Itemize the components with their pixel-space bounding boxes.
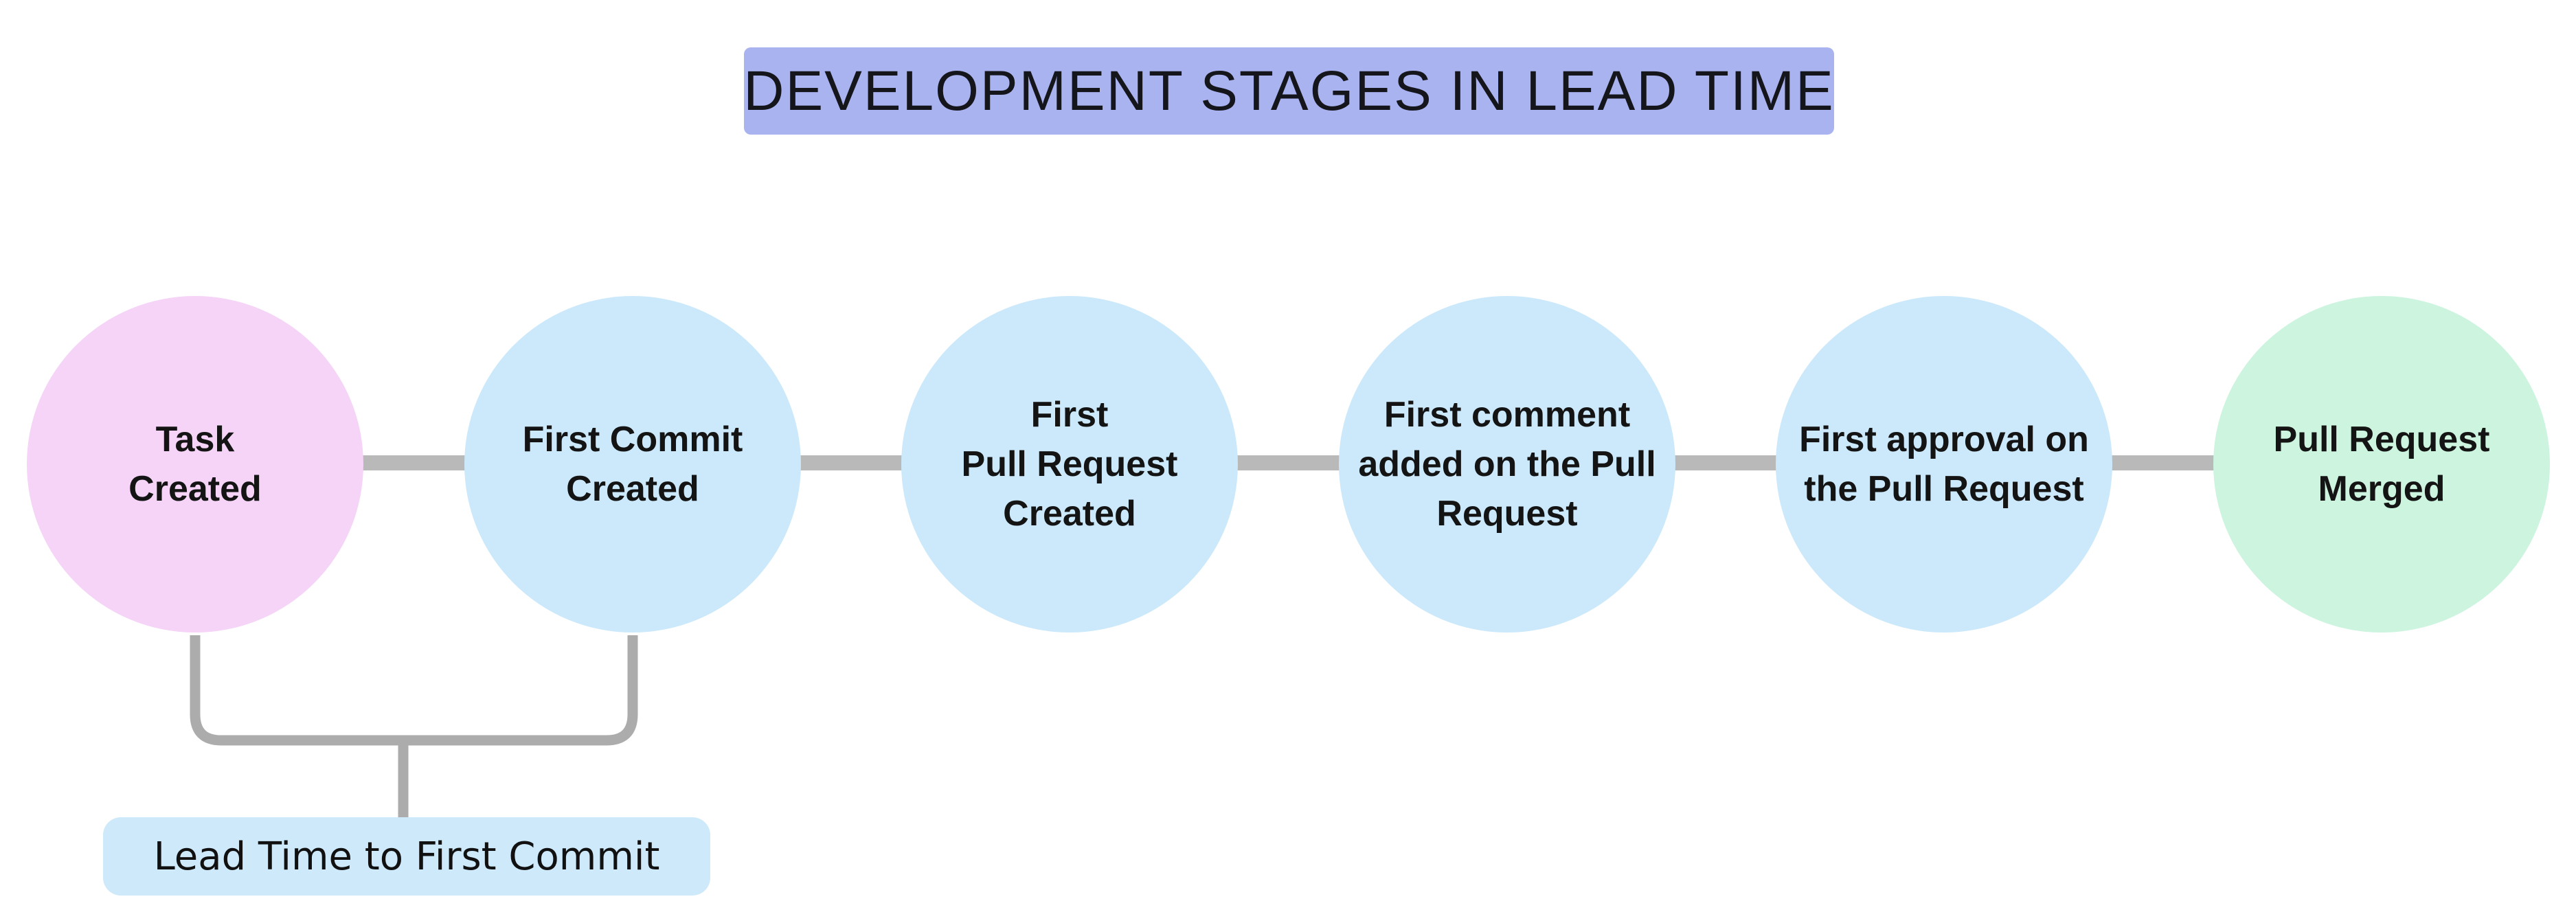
stage-task-created: Task Created — [27, 296, 363, 633]
stage-label: Pull Request Merged — [2273, 420, 2490, 509]
annotation-label: Lead Time to First Commit — [153, 834, 660, 879]
stage-first-approval: First approval on the Pull Request — [1776, 296, 2112, 633]
stage-first-commit-created: First Commit Created — [464, 296, 801, 633]
stage-label: Task Created — [128, 420, 262, 509]
stage-label: First Commit Created — [522, 420, 743, 509]
stage-first-comment-added: First comment added on the Pull Request — [1339, 296, 1675, 633]
stage-pull-request-merged: Pull Request Merged — [2213, 296, 2550, 633]
stage-label: First comment added on the Pull Request — [1358, 395, 1656, 534]
stage-label: First Pull Request Created — [961, 395, 1178, 534]
stage-label: First approval on the Pull Request — [1799, 420, 2089, 509]
lead-time-annotation: Lead Time to First Commit — [103, 817, 710, 896]
stage-first-pull-request-created: First Pull Request Created — [901, 296, 1238, 633]
title-banner: DEVELOPMENT STAGES IN LEAD TIME — [743, 47, 1835, 135]
page-title: DEVELOPMENT STAGES IN LEAD TIME — [743, 59, 1835, 122]
annotation-bracket — [190, 635, 638, 746]
